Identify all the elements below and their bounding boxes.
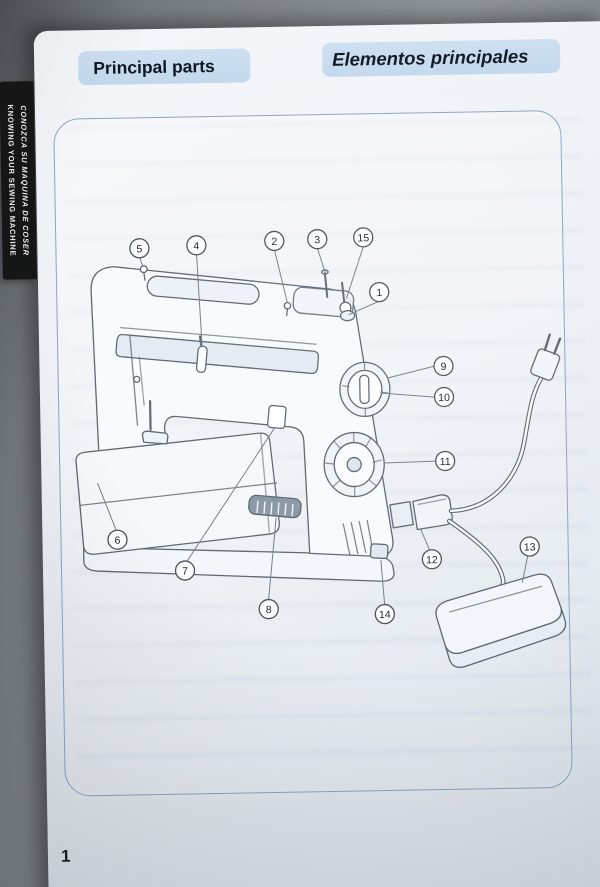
callout-leader-lines xyxy=(97,246,529,606)
section-tab-title-en: KNOWING YOUR SEWING MACHINE xyxy=(5,104,18,257)
section-tab-title-es: CONOZCA SU MAQUINA DE COSER xyxy=(18,104,31,256)
callout-9: 9 xyxy=(433,355,454,377)
callout-6: 6 xyxy=(107,529,128,550)
callout-12-number: 12 xyxy=(426,554,438,566)
thread-guide xyxy=(283,301,292,310)
callout-15: 15 xyxy=(353,227,374,248)
callout-2-number: 2 xyxy=(271,236,277,248)
callout-1-number: 1 xyxy=(376,287,382,299)
callout-11-number: 11 xyxy=(440,456,451,468)
callout-11: 11 xyxy=(435,450,456,472)
callout-12: 12 xyxy=(421,549,443,570)
callout-3-number: 3 xyxy=(314,234,320,246)
pattern-window xyxy=(267,404,287,430)
callout-8: 8 xyxy=(258,598,279,620)
callout-7: 7 xyxy=(174,560,196,581)
power-inlet xyxy=(389,500,414,529)
power-switch xyxy=(369,543,389,560)
title-spanish: Elementos principales xyxy=(321,38,561,78)
stitch-slider xyxy=(248,494,302,519)
cord-connector xyxy=(412,494,453,531)
presser-foot xyxy=(141,430,169,445)
callout-8-number: 8 xyxy=(266,604,272,616)
callouts: 1 2 3 4 5 6 7 8 9 10 11 12 13 14 15 xyxy=(107,227,540,625)
vent-slots xyxy=(342,519,374,556)
callout-6-number: 6 xyxy=(114,535,120,547)
front-panel xyxy=(115,333,320,375)
sewing-machine-illustration: 1 2 3 4 5 6 7 8 9 10 11 12 13 14 15 xyxy=(75,227,567,668)
title-english-text: Principal parts xyxy=(93,55,215,78)
balance-wheel xyxy=(323,431,385,498)
spool-pin xyxy=(323,272,329,299)
callout-3: 3 xyxy=(307,229,328,250)
section-tab: KNOWING YOUR SEWING MACHINE CONOZCA SU M… xyxy=(0,81,37,280)
callout-9-number: 9 xyxy=(440,361,446,373)
page-number: 1 xyxy=(60,846,71,866)
callout-13: 13 xyxy=(519,536,540,557)
foot-controller xyxy=(435,573,567,668)
title-english: Principal parts xyxy=(77,48,251,86)
carry-handle xyxy=(146,275,260,305)
power-plug xyxy=(530,333,562,381)
spool-plate xyxy=(292,286,355,318)
callout-2: 2 xyxy=(264,230,285,252)
callout-5-number: 5 xyxy=(136,243,142,255)
diagram-frame: 1 2 3 4 5 6 7 8 9 10 11 12 13 14 15 xyxy=(53,109,573,797)
callout-7-number: 7 xyxy=(182,565,188,577)
callout-10: 10 xyxy=(433,386,455,408)
callout-4: 4 xyxy=(186,235,207,256)
manual-page: KNOWING YOUR SEWING MACHINE CONOZCA SU M… xyxy=(0,21,600,887)
machine-line-art xyxy=(75,265,567,668)
callout-15-number: 15 xyxy=(357,232,369,244)
callout-14-number: 14 xyxy=(379,609,391,621)
title-spanish-text: Elementos principales xyxy=(331,45,529,70)
bobbin-winder-pin xyxy=(341,281,346,305)
callout-14: 14 xyxy=(374,603,395,625)
callout-5: 5 xyxy=(129,238,150,259)
take-up-lever xyxy=(195,345,208,373)
callout-4-number: 4 xyxy=(193,240,199,252)
callout-10-number: 10 xyxy=(438,392,450,404)
callout-13-number: 13 xyxy=(524,541,536,553)
pattern-selector-dial xyxy=(339,361,391,418)
callout-1: 1 xyxy=(369,281,390,303)
